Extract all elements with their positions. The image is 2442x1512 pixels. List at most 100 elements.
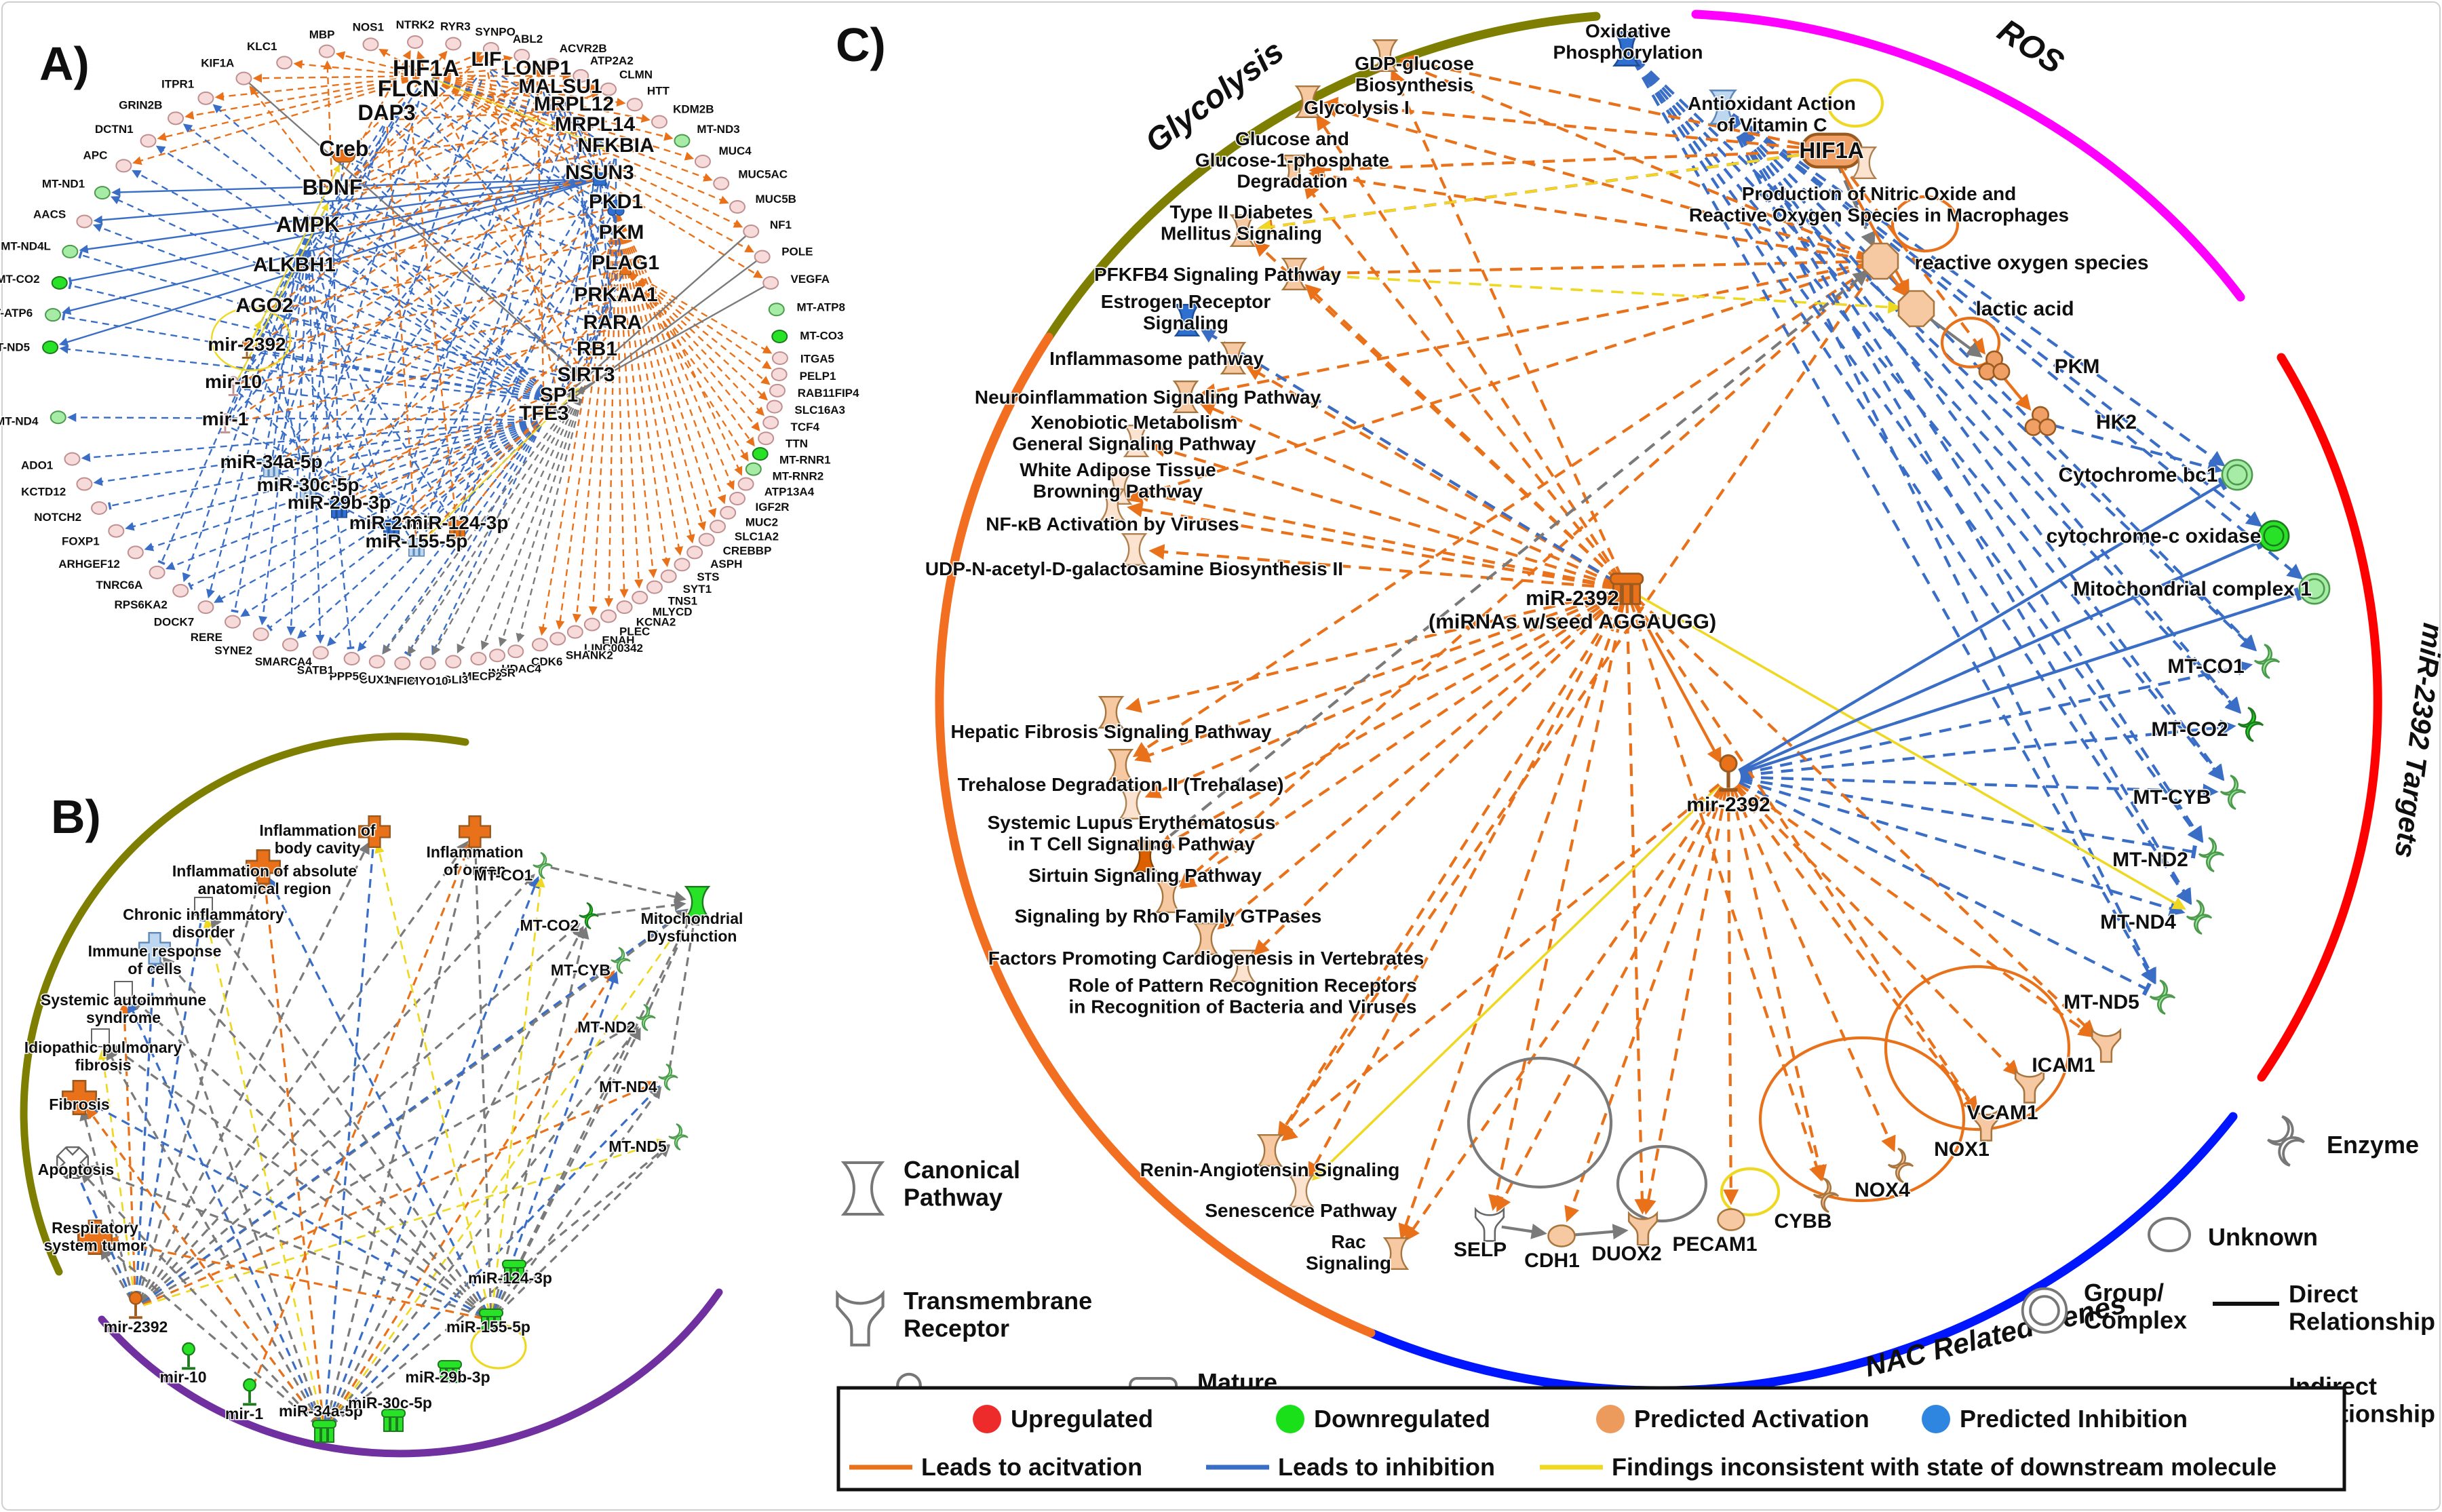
label-MT-ND4: MT-ND4 <box>2100 911 2176 933</box>
node-APC <box>115 159 132 173</box>
edge <box>1311 784 1721 1181</box>
node-MECP2 <box>470 652 487 666</box>
edge <box>1199 262 1869 399</box>
label-MALSU1: MALSU1 <box>518 75 602 98</box>
node-Glucose and Glucose-1-phosphate Degradation <box>1281 154 1308 188</box>
edge <box>340 201 555 398</box>
label-Oxidative Phosphorylation: OxidativePhosphorylation <box>1553 20 1703 62</box>
edge <box>309 238 389 519</box>
node-mir-1 <box>243 1378 256 1406</box>
label-LONP1: LONP1 <box>503 57 571 79</box>
label-miR-155-5p: miR-155-5p <box>446 1318 530 1336</box>
self-loop <box>210 307 292 372</box>
edge <box>1253 596 1619 956</box>
node-PLEC <box>600 609 617 623</box>
node-MYO10 <box>419 656 436 670</box>
edge <box>244 388 538 421</box>
edge <box>617 214 707 531</box>
node-ATP13A4 <box>737 477 754 491</box>
label-NOX1: NOX1 <box>1934 1138 1990 1161</box>
edge <box>110 196 554 400</box>
label-NSUN3: NSUN3 <box>565 161 634 184</box>
edge <box>299 98 552 269</box>
nac-related-genes-arc <box>1366 1112 2238 1395</box>
edge <box>1925 315 1983 358</box>
edge <box>299 101 406 263</box>
node-miR-29b-3p <box>438 1360 462 1383</box>
edge <box>307 238 325 644</box>
edge <box>98 1049 136 1300</box>
upregulated-dot <box>973 1405 1001 1433</box>
label-SATB1: SATB1 <box>297 664 334 677</box>
edge <box>407 386 583 656</box>
panel-b-letter: B) <box>51 790 101 843</box>
node-miR-155-5p <box>406 538 427 557</box>
edge <box>565 235 747 396</box>
edge <box>269 115 566 309</box>
label-RERE: RERE <box>191 631 222 644</box>
node-MT-ND5 <box>42 341 59 355</box>
edge <box>1740 660 2253 776</box>
node-DCTN1 <box>140 134 157 148</box>
edge <box>1199 402 1616 585</box>
label-Immune response of cells: Immune responseof cells <box>88 942 222 977</box>
node-NOS1 <box>362 37 379 52</box>
node-INSR <box>489 648 506 663</box>
edge <box>1148 544 1615 589</box>
self-loop <box>1758 1036 1966 1203</box>
label-HK2: HK2 <box>2096 411 2137 433</box>
transmembrane-receptor-icon <box>836 1290 885 1346</box>
edge <box>248 82 579 376</box>
edge <box>394 161 611 524</box>
label-ITPR1: ITPR1 <box>161 78 194 91</box>
edge <box>332 201 340 499</box>
edge <box>249 164 340 345</box>
node-DOCK7 <box>197 600 214 615</box>
label-Type II Diabetes Mellitus Signaling: Type II DiabetesMellitus Signaling <box>1161 201 1322 244</box>
edge <box>1633 57 2224 781</box>
edge <box>668 913 700 1070</box>
edge <box>1564 788 1726 1222</box>
node-KIF1A <box>235 71 252 85</box>
edge <box>492 971 619 1313</box>
edge <box>1731 113 2304 580</box>
node-SATB1 <box>312 646 329 660</box>
edge <box>229 82 531 421</box>
node-PECAM1 <box>1717 1208 1745 1231</box>
node-Type II Diabetes Mellitus Signaling <box>1229 214 1256 248</box>
edge <box>257 269 619 349</box>
label-MT-ND2: MT-ND2 <box>2112 849 2188 871</box>
label-AACS: AACS <box>33 208 66 220</box>
label-MT-ATP8: MT-ATP8 <box>796 301 845 314</box>
node-mir-2392 <box>129 1291 142 1319</box>
label-Mitochondrial complex 1: Mitochondrial complex 1 <box>2073 578 2312 600</box>
edge <box>432 77 585 129</box>
label-miR-34a-5p: miR-34a-5p <box>279 1402 363 1420</box>
edge <box>342 197 610 300</box>
label-MT-CO2: MT-CO2 <box>0 273 40 286</box>
net-a-labels: MT-ND5MT-ATP6MT-CO2MT-ND4LAACSMT-ND1APCD… <box>0 18 861 689</box>
edge <box>597 214 616 345</box>
label-Trehalose Degradation II (Trehalase): Trehalose Degradation II (Trehalase) <box>958 774 1284 795</box>
node-Hepatic Fibrosis Signaling Pathway <box>1098 695 1125 729</box>
edge <box>238 157 608 385</box>
node-CUX1 <box>368 655 385 669</box>
label-miR-30c-5p: miR-30c-5p <box>257 474 360 495</box>
edge <box>395 124 616 237</box>
net-a-edges <box>58 49 773 657</box>
label-NF-κB Activation by Viruses: NF-κB Activation by Viruses <box>986 513 1239 535</box>
node-NOX1 <box>1971 1106 2002 1142</box>
edge <box>1398 60 1870 258</box>
edge <box>1308 598 1623 1179</box>
label-SLC16A3: SLC16A3 <box>794 404 845 416</box>
label-AGO2: AGO2 <box>235 294 293 317</box>
label-MT-ND4: MT-ND4 <box>599 1078 657 1096</box>
edge <box>628 274 755 447</box>
label-miR-29b-3p: miR-29b-3p <box>288 492 391 513</box>
node-Role of Pattern Recognition Receptors in Recognition of Bacteria and Viruses <box>1229 949 1256 983</box>
label-miR-34a-5p: miR-34a-5p <box>220 451 323 472</box>
node-NFIC <box>394 656 411 670</box>
